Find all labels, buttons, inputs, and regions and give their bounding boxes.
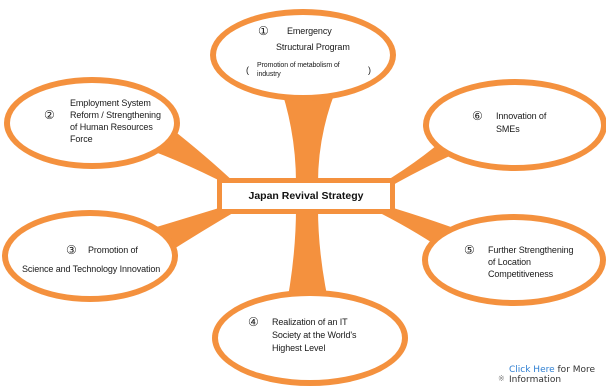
node-3-number: ③ <box>66 243 77 257</box>
node-1-number: ① <box>258 24 269 38</box>
center-title: Japan Revival Strategy <box>248 190 364 202</box>
node-1-paren-close: ) <box>368 65 371 75</box>
node-6-line-2: SMEs <box>496 124 520 134</box>
node-5-line-2: of Location <box>488 257 531 267</box>
node-3-ellipse <box>8 216 172 296</box>
node-1-note-line-2: industry <box>257 71 281 78</box>
node-5-ellipse <box>428 220 600 300</box>
more-info-text: for More <box>554 365 596 375</box>
node-4-ellipse <box>218 296 402 380</box>
node-2-line-4: Force <box>70 134 93 144</box>
node-6-line-1: Innovation of <box>496 111 547 121</box>
node-3-line-2: Science and Technology Innovation <box>22 264 161 274</box>
node-2-line-1: Employment System <box>70 98 151 108</box>
reference-mark-icon: ※ <box>498 374 505 383</box>
node-3-line-1: Promotion of <box>88 245 138 255</box>
node-1-ellipse <box>216 15 390 95</box>
center-box <box>222 183 390 209</box>
node-5-number: ⑤ <box>464 243 475 257</box>
node-4-number: ④ <box>248 315 259 329</box>
node-4-line-2: Society at the World's <box>272 330 357 340</box>
connector-top <box>278 80 340 183</box>
node-2-ellipse <box>10 83 174 163</box>
node-2-line-3: of Human Resources <box>70 122 153 132</box>
more-info-line-2: Information <box>509 375 562 385</box>
node-4-line-1: Realization of an IT <box>272 317 348 327</box>
node-2-number: ② <box>44 108 55 122</box>
node-5-line-3: Competitiveness <box>488 269 554 279</box>
node-1-note-line-1: Promotion of metabolism of <box>257 62 340 69</box>
node-2-line-2: Reform / Strengthening <box>70 110 161 120</box>
node-1-paren-open: ( <box>246 65 249 75</box>
node-6-ellipse <box>429 85 601 165</box>
node-5-line-1: Further Strengthening <box>488 245 574 255</box>
node-4-line-3: Highest Level <box>272 343 326 353</box>
click-here-link[interactable]: Click Here <box>509 365 555 375</box>
node-6-number: ⑥ <box>472 109 483 123</box>
more-info: Click Here for More Information <box>509 365 595 385</box>
node-1-line-1: Emergency <box>287 26 332 36</box>
node-1-line-2: Structural Program <box>276 42 350 52</box>
